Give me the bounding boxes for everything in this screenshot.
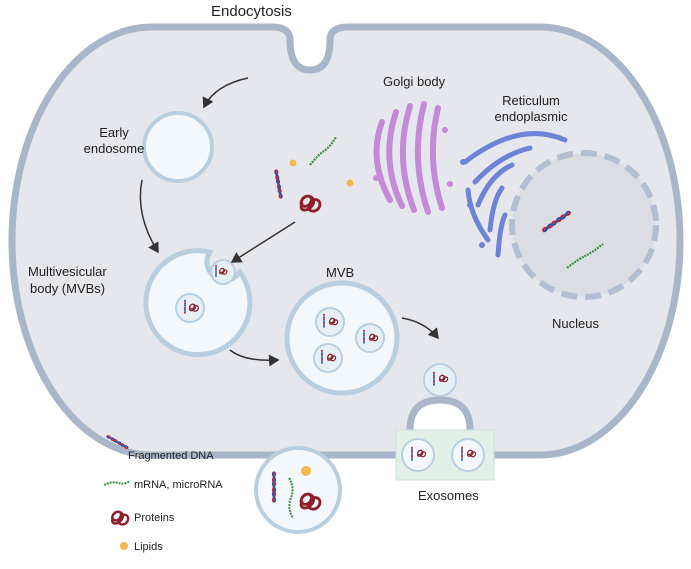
legend-lipid-icon — [120, 542, 128, 550]
label-multivesicular-2: body (MVBs) — [30, 281, 106, 296]
legend-label-lipids: Lipids — [134, 541, 163, 553]
endoplasmic-reticulum — [460, 131, 568, 258]
lipid-cargo-1 — [289, 159, 297, 167]
arrow-endosome-to-mvb — [139, 179, 159, 254]
label-mvb: MVB — [326, 265, 355, 280]
rna-cargo — [309, 136, 337, 166]
label-exosomes: Exosomes — [418, 488, 479, 503]
arrow-cargo-to-mvb — [230, 221, 296, 263]
arrow-to-exocytosis — [401, 317, 439, 340]
golgi-body — [373, 101, 453, 215]
label-golgi: Golgi body — [383, 74, 446, 89]
legend-label-proteins: Proteins — [134, 512, 175, 524]
label-multivesicular-1: Multivesicular — [28, 264, 107, 279]
label-early-endosome-2: endosome — [83, 141, 145, 156]
arrow-to-mvb — [229, 349, 280, 367]
arrow-endocytosis — [202, 77, 249, 109]
legend-label-dna: Fragmented DNA — [128, 450, 214, 462]
early-endosome — [142, 111, 214, 183]
label-reticulum-1: Reticulum — [502, 93, 560, 108]
label-nucleus: Nucleus — [552, 316, 599, 331]
label-endocytosis: Endocytosis — [211, 3, 292, 20]
legend-label-rna: mRNA, microRNA — [134, 479, 223, 491]
legend-rna-icon — [103, 480, 131, 486]
mvb — [284, 280, 400, 396]
legend-exosome — [254, 446, 342, 534]
nucleus-rna — [566, 243, 604, 269]
legend-protein-icon — [110, 510, 130, 526]
lipid-cargo-2 — [346, 179, 354, 187]
label-reticulum-2: endoplasmic — [494, 109, 568, 124]
label-early-endosome-1: Early — [99, 125, 129, 140]
nucleus — [509, 150, 659, 300]
